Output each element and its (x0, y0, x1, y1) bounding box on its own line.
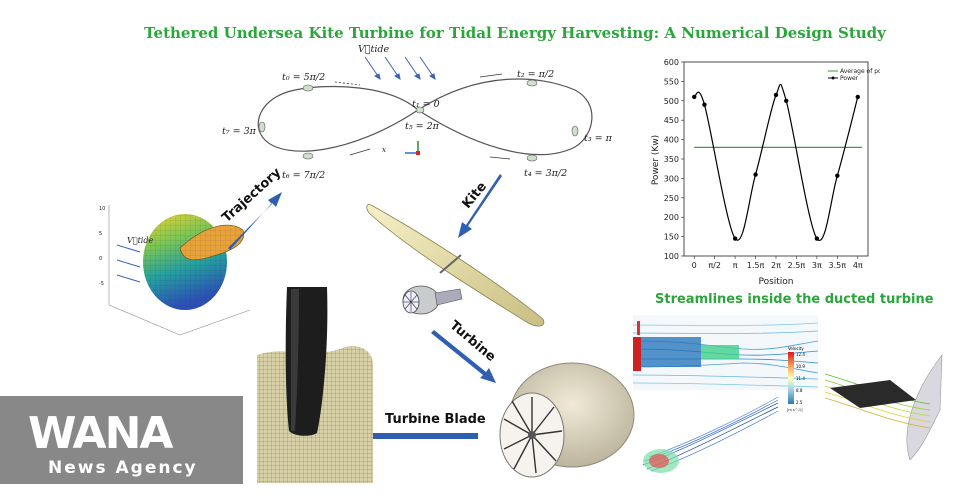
colorbar-max: 12.4 (796, 352, 805, 357)
kite-wing (366, 204, 545, 327)
x-tick-label: π (733, 261, 738, 270)
label-t1: t₁ = 0 (412, 99, 440, 110)
axis-x-label: x (382, 146, 386, 154)
colorbar-v3: 11.4 (796, 376, 805, 381)
velocity-colorbar: Velocity 12.4 10.9 11.4 8.8 2.5 [m s^-1] (787, 346, 805, 412)
watermark-background (0, 396, 243, 484)
x-tick-label: 3π (812, 261, 822, 270)
y-axis-label: Power (Kw) (651, 135, 661, 185)
chart-series (692, 83, 862, 242)
sphere-tide-arrows (116, 244, 141, 283)
axis-glyph (405, 141, 420, 155)
turbine-blades (503, 397, 563, 474)
sphere-ticks: 10 5 0 -5 (99, 206, 105, 287)
sphere-v-tide-label: V⃗tide (127, 236, 154, 245)
y-tick-label: 200 (664, 213, 679, 222)
svg-text:-5: -5 (99, 281, 104, 287)
data-point (732, 236, 738, 241)
data-point (784, 98, 789, 103)
label-t0: t₀ = 5π/2 (282, 72, 326, 83)
y-tick-label: 250 (664, 194, 679, 203)
data-point (814, 236, 820, 241)
data-point (702, 102, 707, 107)
streamlines-kite-3d (824, 354, 943, 461)
colorbar-title: Velocity (788, 346, 804, 351)
x-tick-label: 2.5π (788, 261, 806, 270)
watermark-logo: WANA (28, 408, 173, 459)
trajectory-arrow (228, 192, 282, 250)
sphere-figure: 10 5 0 -5 (99, 205, 251, 336)
turbine-figure (499, 362, 635, 478)
svg-text:10: 10 (99, 206, 105, 212)
x-tick-label: 4π (853, 261, 863, 270)
label-t4: t₄ = 3π/2 (524, 168, 568, 179)
x-ticks: 0 π/2 π 1.5π 2π 2.5π 3π 3.5π 4π (692, 256, 863, 270)
direction-marks (334, 73, 511, 160)
y-tick-label: 300 (664, 174, 679, 183)
data-point (835, 173, 840, 178)
page-title: Tethered Undersea Kite Turbine for Tidal… (144, 24, 886, 42)
tide-arrows (364, 56, 436, 81)
kite-arrow (458, 174, 502, 238)
x-tick-label: 0 (692, 261, 697, 270)
streamlines-title: Streamlines inside the ducted turbine (655, 292, 934, 307)
kite-markers (258, 79, 579, 162)
y-tick-label: 600 (664, 58, 679, 67)
label-t3: t₃ = π (584, 133, 612, 144)
x-tick-label: π/2 (708, 261, 721, 270)
data-point (773, 92, 779, 98)
x-tick-label: 1.5π (747, 261, 765, 270)
label-t5: t₅ = 2π (405, 121, 439, 132)
colorbar-min: 2.5 (796, 400, 803, 405)
legend-marker (831, 76, 835, 80)
y-tick-label: 150 (664, 233, 679, 242)
trajectory-diagram (257, 56, 593, 162)
colorbar-v4: 8.8 (796, 388, 803, 393)
v-tide-label: V⃗tide (358, 44, 390, 55)
label-t2: t₂ = π/2 (517, 69, 555, 80)
streamlines-3d-tube (642, 396, 779, 473)
sphere-axes (108, 205, 251, 336)
kite-strut (439, 254, 462, 274)
streamline-curves (633, 322, 818, 388)
y-tick-label: 100 (664, 252, 679, 261)
chart-legend: Average of powerPower (828, 68, 880, 82)
colorbar-v2: 10.9 (796, 364, 805, 369)
y-tick-label: 500 (664, 97, 679, 106)
svg-text:5: 5 (99, 231, 102, 237)
watermark-subtitle: News Agency (48, 458, 198, 478)
turbine-arrow (431, 330, 496, 383)
data-point (753, 172, 758, 177)
y-tick-label: 450 (664, 116, 679, 125)
label-t7: t₇ = 3π (222, 126, 256, 137)
y-ticks: 100 150 200 250 300 350 400 450 500 550 600 (664, 58, 684, 261)
y-tick-label: 350 (664, 155, 679, 164)
y-tick-label: 550 (664, 77, 679, 86)
turbine-blade-arrow-label: Turbine Blade (385, 412, 486, 427)
turbine-blade-arrow (360, 428, 478, 444)
data-point (692, 94, 697, 100)
y-tick-label: 400 (664, 136, 679, 145)
x-tick-label: 2π (771, 261, 781, 270)
streamlines-cfd-section (633, 315, 818, 390)
chart-plot-area (683, 61, 869, 257)
legend-label: Power (840, 75, 859, 82)
blade-mesh-figure (257, 287, 373, 483)
data-point (855, 94, 860, 100)
turbine-hub (528, 431, 536, 439)
svg-text:0: 0 (99, 256, 102, 262)
label-t6: t₆ = 7π/2 (282, 170, 326, 181)
colorbar-unit: [m s^-1] (787, 408, 803, 412)
kite-figure (366, 204, 545, 327)
legend-label: Average of power (840, 68, 880, 75)
x-tick-label: 3.5π (829, 261, 847, 270)
x-axis-label: Position (758, 277, 793, 287)
